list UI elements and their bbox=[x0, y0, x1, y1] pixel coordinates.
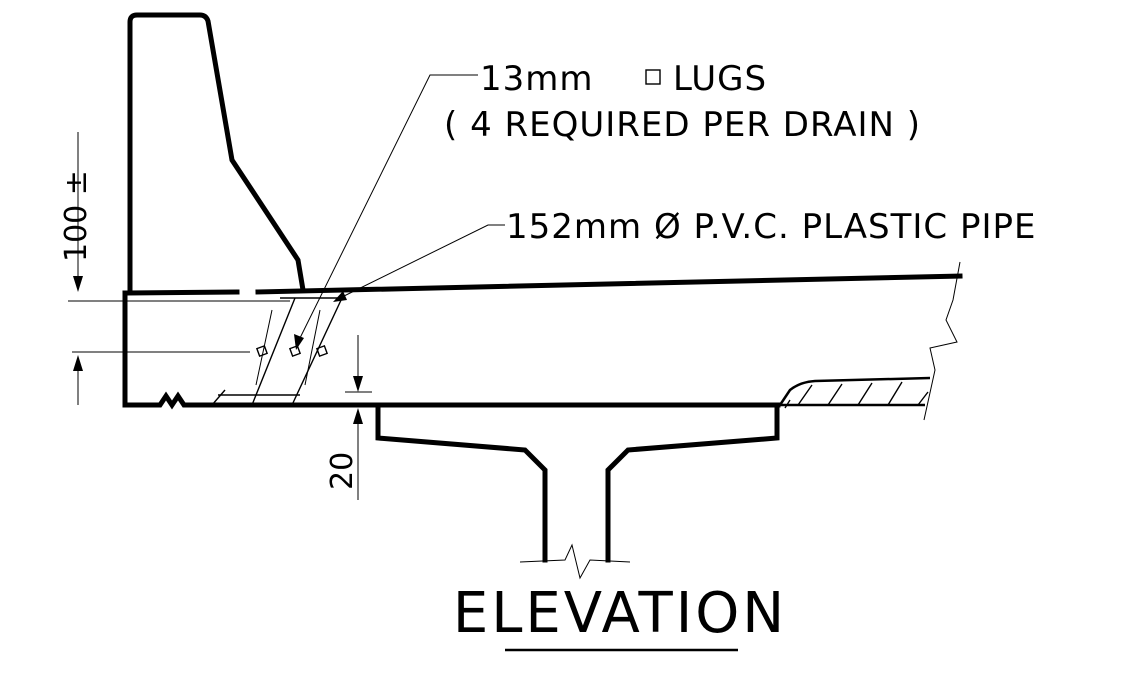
girder bbox=[375, 402, 780, 580]
lugs bbox=[255, 344, 329, 358]
leader-lugs bbox=[294, 74, 478, 350]
lugs-note: ( 4 REQUIRED PER DRAIN ) bbox=[444, 105, 921, 145]
lugs-label: LUGS bbox=[673, 59, 767, 99]
dimension-top-label: 100 ± bbox=[59, 170, 94, 262]
adjacent-slab bbox=[778, 376, 931, 409]
dimension-bottom-label: 20 bbox=[325, 452, 360, 490]
drawing-title: ELEVATION bbox=[453, 581, 787, 646]
square-symbol-icon bbox=[645, 69, 661, 85]
barrier-outline bbox=[127, 12, 306, 293]
pipe-label: 152mm Ø P.V.C. PLASTIC PIPE bbox=[506, 207, 1037, 247]
dimension-bottom: 20 bbox=[325, 335, 372, 500]
dimension-top: 100 ± bbox=[59, 132, 290, 405]
lugs-size-label: 13mm bbox=[480, 59, 594, 99]
drain-pipe bbox=[211, 297, 343, 406]
leader-pipe bbox=[333, 224, 505, 302]
deck-slab bbox=[122, 261, 963, 421]
